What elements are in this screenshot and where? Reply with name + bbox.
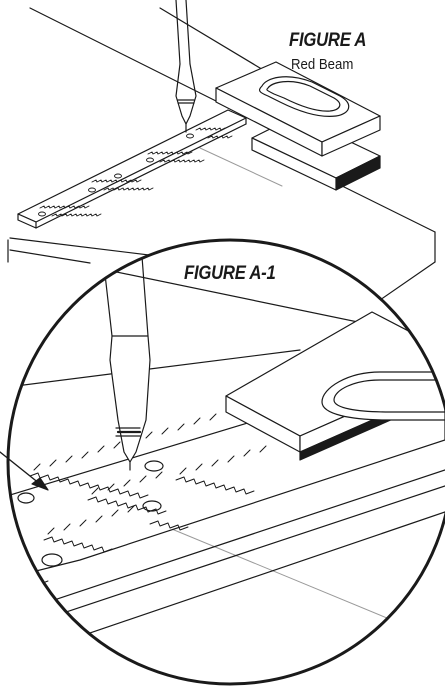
rail-teeth-top [40, 128, 225, 208]
slot-block [216, 62, 380, 190]
figure-a1-title: FIGURE A-1 [184, 263, 276, 284]
figure-a-title: FIGURE A [289, 30, 367, 51]
magnified-view [8, 240, 445, 684]
rail-holes [39, 134, 194, 216]
stylus-top [176, 0, 196, 132]
magnifier-circle [8, 240, 445, 684]
beam-rail [18, 110, 246, 228]
pointer-arrow [0, 452, 48, 490]
rail-teeth-bottom [52, 136, 232, 216]
figure-a-subtitle: Red Beam [291, 56, 354, 73]
laser-line [200, 148, 282, 186]
